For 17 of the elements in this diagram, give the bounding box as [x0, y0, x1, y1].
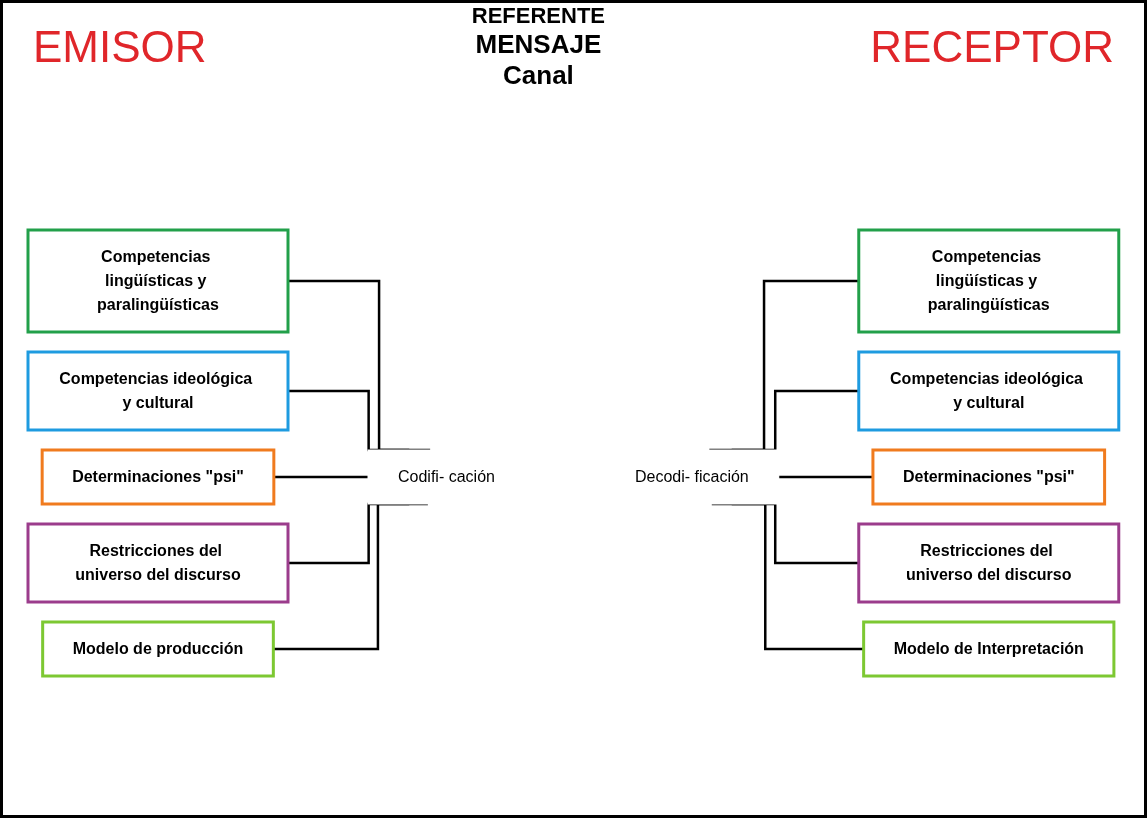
role-label: RECEPTOR	[870, 22, 1114, 72]
heading-label: MENSAJE	[475, 29, 602, 60]
node-box: Competencias ideológica y cultural	[857, 350, 1121, 432]
node-box: Restricciones del universo del discurso	[857, 522, 1121, 604]
role-label: EMISOR	[33, 22, 207, 72]
connector	[273, 475, 369, 479]
node-box: Competencias lingüísticas y paralingüísticas	[26, 228, 290, 334]
node-box: Restricciones del universo del discurso	[26, 522, 290, 604]
heading-label: Canal	[503, 60, 574, 91]
node-box: Modelo de producción	[41, 620, 275, 678]
node-box: Determinaciones "psi"	[871, 448, 1107, 506]
heading-label: REFERENTE	[471, 3, 606, 29]
node-box: Competencias lingüísticas y paralingüísticas	[857, 228, 1121, 334]
connector	[778, 475, 874, 479]
node-box: Competencias ideológica y cultural	[26, 350, 290, 432]
node-box: Determinaciones "psi"	[40, 448, 276, 506]
node-box: Modelo de Interpretación	[862, 620, 1116, 678]
